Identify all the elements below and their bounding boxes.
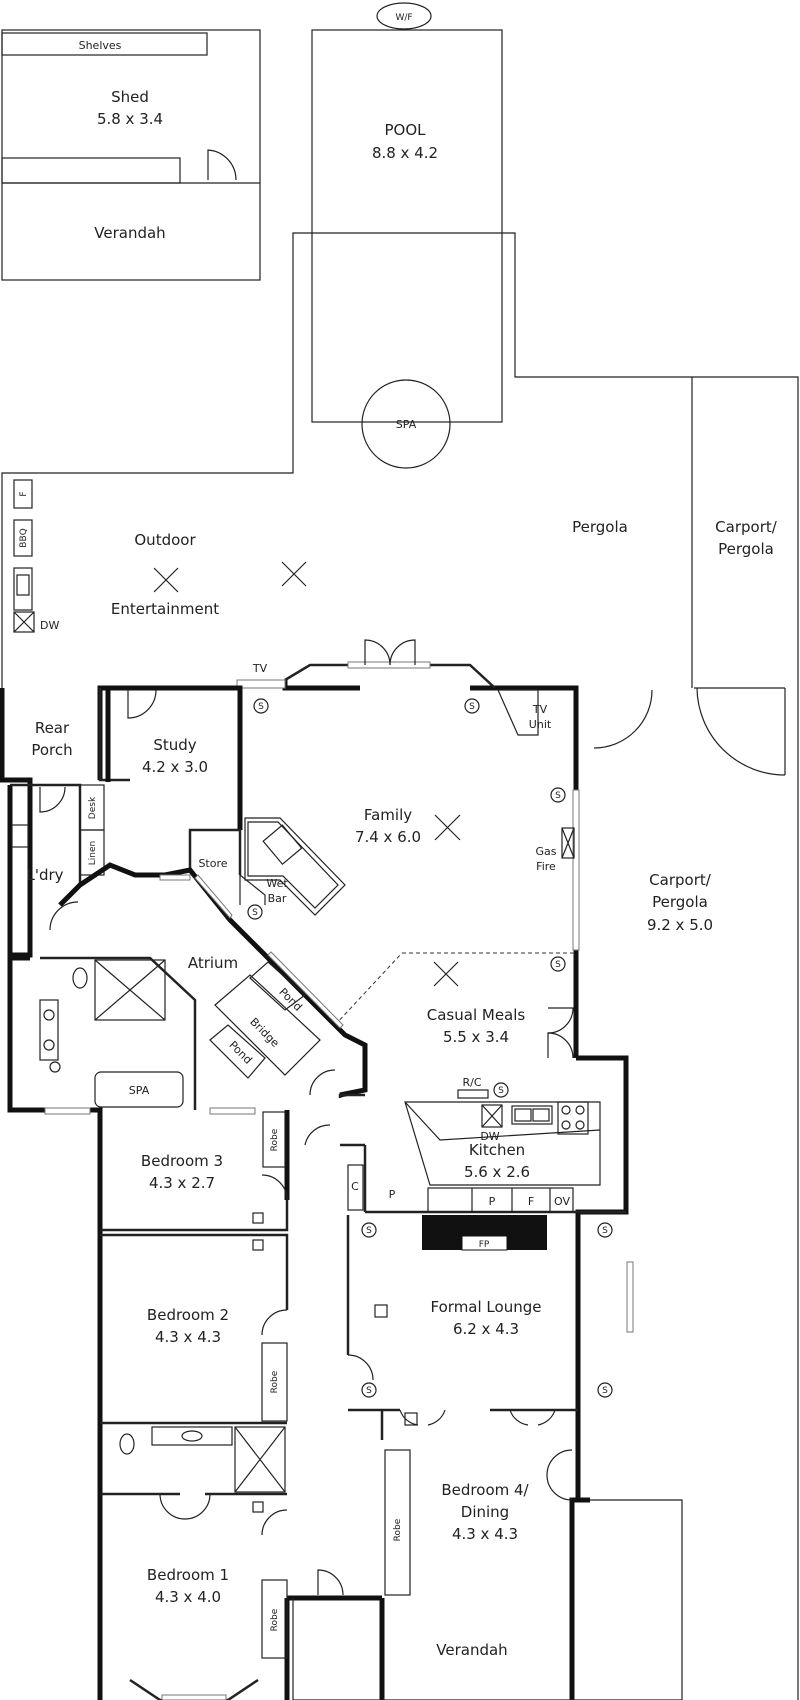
- bedroom1-label: Bedroom 1: [147, 1566, 229, 1584]
- s-label: S: [602, 1226, 608, 1236]
- fp-label: FP: [479, 1240, 490, 1250]
- casual-meals-dimensions: 5.5 x 3.4: [443, 1028, 509, 1046]
- c-label: C: [351, 1180, 359, 1193]
- bedroom4-label-2: Dining: [461, 1503, 509, 1521]
- formal-lounge-label: Formal Lounge: [431, 1298, 542, 1316]
- family-label: Family: [364, 806, 412, 824]
- family-dimensions: 7.4 x 6.0: [355, 828, 421, 846]
- outdoor-label-1: Outdoor: [134, 531, 196, 549]
- tv-label: TV: [252, 662, 268, 675]
- shed-building: [1, 29, 261, 281]
- desk-label: Desk: [88, 796, 98, 819]
- meals-fan-icon: [433, 961, 459, 987]
- dw-kitchen-label: DW: [480, 1130, 499, 1143]
- kitchen-dimensions: 5.6 x 2.6: [464, 1163, 530, 1181]
- s-label: S: [366, 1226, 372, 1236]
- outdoor-outline: [1, 232, 799, 1700]
- ceiling-fan-icon: [153, 561, 307, 593]
- smoke-detector-labels: S S S S S S S S S S: [252, 702, 608, 1396]
- s-label: S: [555, 791, 561, 801]
- rc-label: R/C: [462, 1076, 481, 1089]
- rear-porch-label-2: Porch: [31, 741, 72, 759]
- outdoor-appliances: [13, 479, 35, 633]
- carport-pergola-top-1: Carport/: [715, 518, 778, 536]
- laundry-label: L'dry: [26, 866, 63, 884]
- pond-label-2: Pond: [226, 1038, 254, 1066]
- bedroom1-dimensions: 4.3 x 4.0: [155, 1588, 221, 1606]
- pool-area: [311, 2, 503, 469]
- tv-unit-label-1: TV: [532, 703, 548, 716]
- gas-fire-label-2: Fire: [536, 860, 556, 873]
- wf-label: W/F: [395, 13, 412, 23]
- study-dimensions: 4.2 x 3.0: [142, 758, 208, 776]
- bridge-label: Bridge: [247, 1015, 282, 1050]
- s-label: S: [555, 960, 561, 970]
- verandah-bottom-label: Verandah: [436, 1641, 507, 1659]
- ov-label: OV: [554, 1195, 570, 1208]
- formal-lounge-dimensions: 6.2 x 4.3: [453, 1320, 519, 1338]
- s-label: S: [498, 1086, 504, 1096]
- s-label: S: [258, 702, 264, 712]
- carport-label-2: Pergola: [652, 893, 708, 911]
- f2-label: F: [528, 1195, 534, 1208]
- family-fan-icon: [434, 814, 461, 841]
- spa-bath-label: SPA: [129, 1084, 150, 1097]
- dw-outdoor-label: DW: [40, 619, 59, 632]
- bedroom2-label: Bedroom 2: [147, 1306, 229, 1324]
- spa-pool-label: SPA: [396, 418, 417, 431]
- pool-label: POOL: [384, 121, 426, 139]
- p1-label: P: [389, 1188, 396, 1201]
- store-label: Store: [198, 857, 227, 870]
- shed-dimensions: 5.8 x 3.4: [97, 110, 163, 128]
- tv-unit-label-2: Unit: [529, 718, 552, 731]
- robe1-label: Robe: [270, 1128, 280, 1151]
- shelves-label: Shelves: [79, 39, 122, 52]
- rear-porch-label-1: Rear: [35, 719, 70, 737]
- house-walls: [0, 680, 629, 1700]
- robe4-label: Robe: [393, 1518, 403, 1541]
- p2-label: P: [489, 1195, 496, 1208]
- verandah-top-label: Verandah: [94, 224, 165, 242]
- bedroom3-label: Bedroom 3: [141, 1152, 223, 1170]
- gas-fire-label-1: Gas: [536, 845, 557, 858]
- study-label: Study: [153, 736, 196, 754]
- pond-bridge: [209, 961, 321, 1079]
- bedroom4-label-1: Bedroom 4/: [441, 1481, 529, 1499]
- carport-label-1: Carport/: [649, 871, 712, 889]
- s-label: S: [252, 908, 258, 918]
- bedroom2-dimensions: 4.3 x 4.3: [155, 1328, 221, 1346]
- robe2-label: Robe: [270, 1370, 280, 1393]
- s-label: S: [469, 702, 475, 712]
- linen-label: Linen: [88, 841, 98, 865]
- carport-dimensions: 9.2 x 5.0: [647, 916, 713, 934]
- bedroom3-dimensions: 4.3 x 2.7: [149, 1174, 215, 1192]
- outdoor-label-2: Entertainment: [111, 600, 219, 618]
- robe3-label: Robe: [270, 1608, 280, 1631]
- wet-bar-label-2: Bar: [268, 892, 287, 905]
- bedroom4-dimensions: 4.3 x 4.3: [452, 1525, 518, 1543]
- bbq-label: BBQ: [19, 528, 29, 547]
- f-label: F: [19, 491, 29, 496]
- s-label: S: [602, 1386, 608, 1396]
- atrium-label: Atrium: [188, 954, 238, 972]
- s-label: S: [366, 1386, 372, 1396]
- casual-meals-label: Casual Meals: [427, 1006, 526, 1024]
- smoke-detectors: [247, 698, 613, 1398]
- kitchen-label: Kitchen: [469, 1141, 525, 1159]
- pergola-label: Pergola: [572, 518, 628, 536]
- wet-bar-label-1: Wet: [266, 877, 288, 890]
- pool-dimensions: 8.8 x 4.2: [372, 144, 438, 162]
- carport-pergola-top-2: Pergola: [718, 540, 774, 558]
- french-doors: [364, 639, 416, 666]
- shed-label: Shed: [111, 88, 149, 106]
